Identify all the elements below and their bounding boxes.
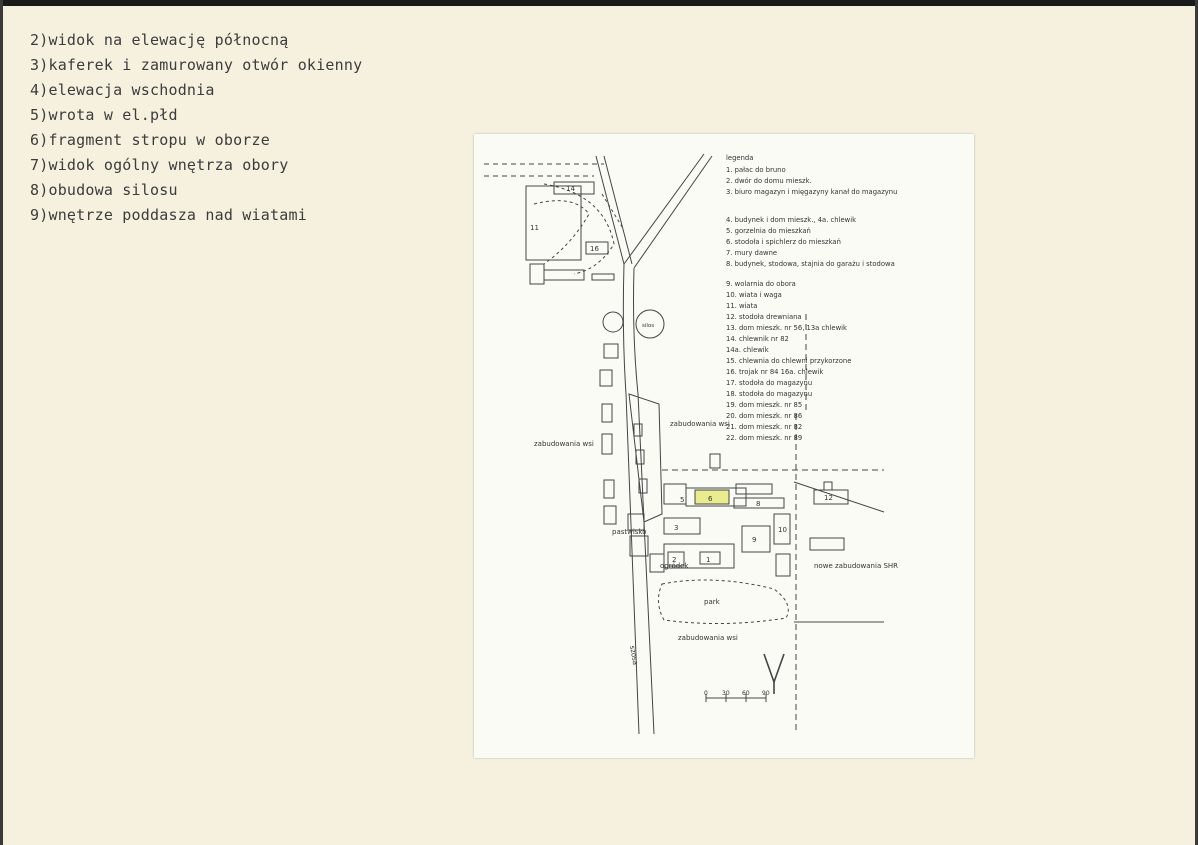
plan-area-labels: zabudowania wsi zabudowania wsi zabudowa…: [530, 185, 898, 666]
legend-item: 14. chlewnik nr 82: [726, 335, 789, 343]
area-label: nowe zabudowania SHR: [814, 562, 898, 570]
scan-top-edge: [0, 0, 1198, 6]
legend-item: 9. wolarnia do obora: [726, 280, 796, 288]
legend-item: 20. dom mieszk. nr 86: [726, 412, 802, 420]
legend-item: 7. mury dawne: [726, 249, 777, 257]
legend-item: 2. dwór do domu mieszk.: [726, 177, 812, 185]
legend-item: 22. dom mieszk. nr 89: [726, 434, 802, 442]
highlighted-building: [694, 489, 730, 505]
scan-left-edge: [0, 0, 3, 845]
building-number: 10: [778, 526, 787, 534]
area-label: zabudowania wsi: [678, 634, 738, 642]
scale-label: 30: [722, 690, 730, 697]
building-number: 16: [590, 245, 599, 253]
legend-item: 19. dom mieszk. nr 85: [726, 401, 802, 409]
legend-item: 15. chlewnia do chlewni przykorzone: [726, 357, 851, 365]
legend-item: 3. biuro magazyn i mięgazyny kanał do ma…: [726, 188, 897, 196]
site-plan-map: legenda 1. pałac do bruno 2. dwór do dom…: [484, 153, 898, 735]
building-number: 5: [680, 496, 684, 504]
building-number: 1: [706, 556, 710, 564]
building-number: 12: [824, 494, 833, 502]
road-label: szosa: [628, 645, 639, 666]
area-label: park: [704, 598, 721, 606]
building-number: 6: [708, 495, 713, 503]
typed-note: 3)kaferek i zamurowany otwór okienny: [30, 56, 363, 74]
typed-note: 2)widok na elewację północną: [30, 31, 289, 49]
building-number: 8: [756, 500, 760, 508]
building-number: 14: [566, 185, 575, 193]
area-label: silos: [642, 323, 654, 329]
scale-label: 90: [762, 690, 770, 697]
scan-right-edge: [1195, 0, 1198, 845]
scale-label: 60: [742, 690, 750, 697]
legend-item: 13. dom mieszk. nr 56, 13a chlewik: [726, 324, 847, 332]
scale-label: 0: [704, 690, 708, 697]
typed-note: 6)fragment stropu w oborze: [30, 131, 270, 149]
legend-item: 6. stodoła i spichlerz do mieszkań: [726, 238, 841, 246]
site-plan-sheet: legenda 1. pałac do bruno 2. dwór do dom…: [474, 134, 974, 758]
building-number: 2: [672, 556, 676, 564]
legend-item: 11. wiata: [726, 302, 757, 310]
scale-bar: 0 30 60 90: [704, 690, 770, 697]
legend-item: 21. dom mieszk. nr 82: [726, 423, 802, 431]
legend-item: 8. budynek, stodowa, stajnia do garażu i…: [726, 260, 895, 268]
legend-item: 10. wiata i waga: [726, 291, 782, 299]
typed-note: 5)wrota w el.płd: [30, 106, 178, 124]
legend-item: 12. stodoła drewniana: [726, 313, 802, 321]
legend-item: 17. stodoła do magazynu: [726, 379, 812, 387]
plan-legend: legenda 1. pałac do bruno 2. dwór do dom…: [726, 154, 897, 442]
legend-item: 5. gorzelnia do mieszkań: [726, 227, 811, 235]
area-label: ogródek: [660, 562, 689, 570]
area-label: pastwisko: [612, 528, 647, 536]
building-number: 11: [530, 224, 539, 232]
area-label: zabudowania wsi: [534, 440, 594, 448]
building-number: 9: [752, 536, 756, 544]
typed-note: 4)elewacja wschodnia: [30, 81, 215, 99]
legend-item: 1. pałac do bruno: [726, 166, 786, 174]
legend-item: 14a. chlewik: [726, 346, 769, 354]
typed-note: 9)wnętrze poddasza nad wiatami: [30, 206, 307, 224]
typed-note: 7)widok ogólny wnętrza obory: [30, 156, 289, 174]
legend-item: 18. stodoła do magazynu: [726, 390, 812, 398]
legend-item: 16. trojak nr 84 16a. chlewik: [726, 368, 823, 376]
typed-note: 8)obudowa silosu: [30, 181, 178, 199]
area-label: zabudowania wsi: [670, 420, 730, 428]
legend-item: 4. budynek i dom mieszk., 4a. chlewik: [726, 216, 856, 224]
building-number: 3: [674, 524, 678, 532]
legend-title: legenda: [726, 154, 753, 162]
typed-notes-list: 2)widok na elewację północną 3)kaferek i…: [30, 28, 362, 228]
